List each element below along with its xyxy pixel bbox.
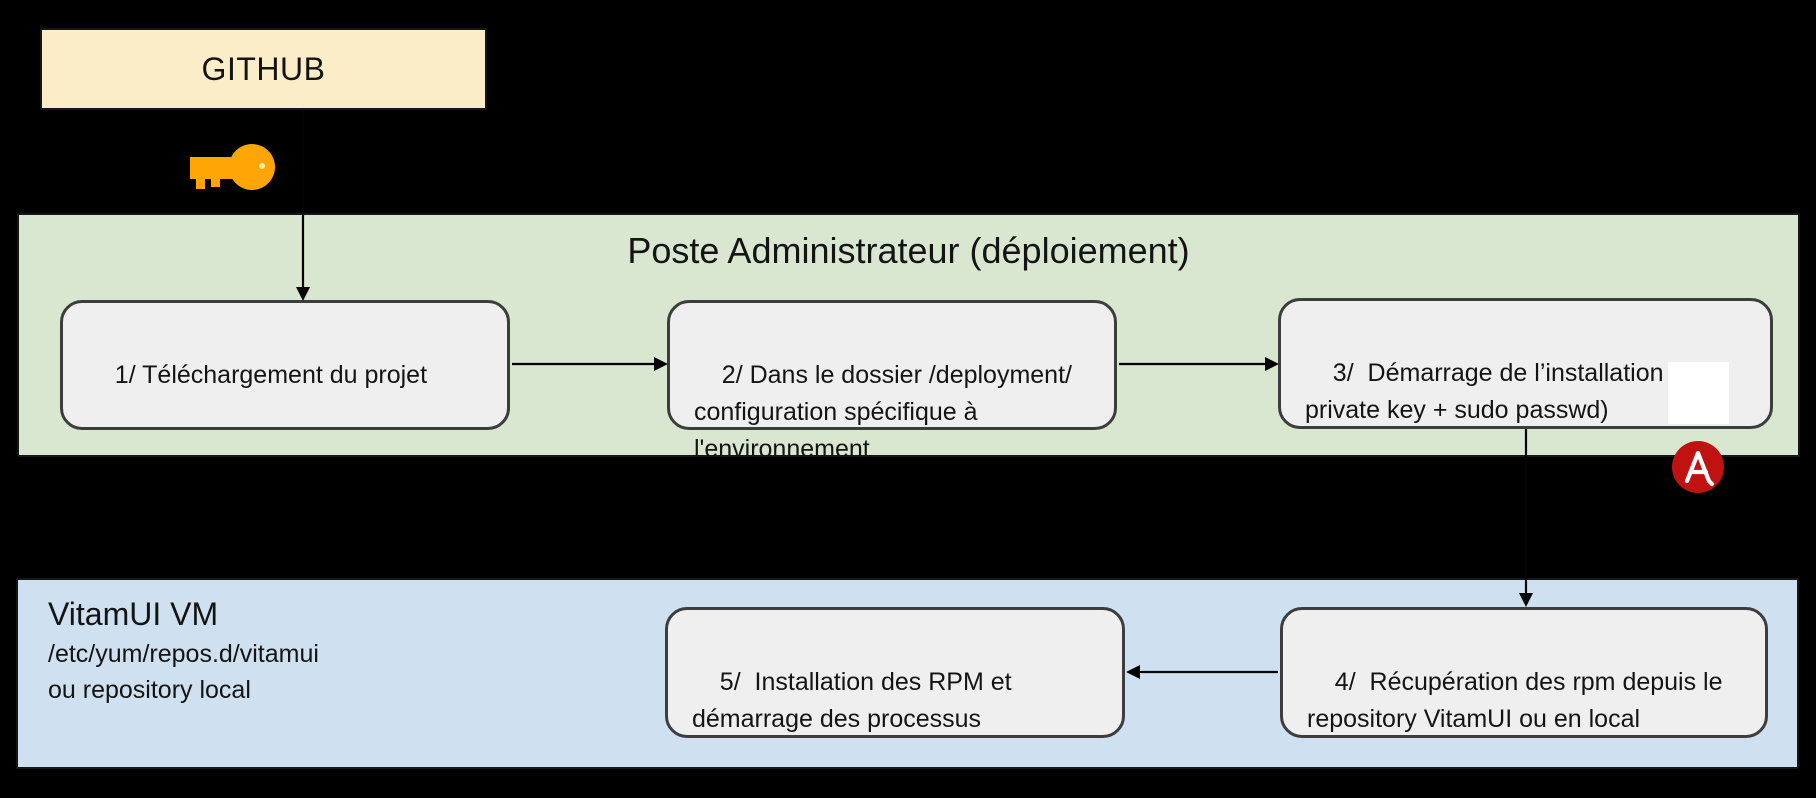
key-icon [190, 137, 280, 195]
vm-title: VitamUI VM [48, 596, 219, 632]
ansible-logo-svg [1672, 441, 1724, 493]
step-box-3-demarrage-installation: 3/ Démarrage de l’installation (ssh priv… [1278, 298, 1773, 493]
vm-text-block: VitamUI VM /etc/yum/repos.d/vitamui ou r… [48, 592, 319, 708]
step-box-2-configuration: 2/ Dans le dossier /deployment/ configur… [667, 300, 1117, 463]
vm-repo-note: ou repository local [48, 676, 251, 704]
key-icon-svg [190, 144, 275, 190]
section-admin-title: Poste Administrateur (déploiement) [627, 230, 1190, 271]
step-3-label: 3/ Démarrage de l’installation (ssh priv… [1305, 359, 1725, 424]
ansible-logo-icon [1668, 362, 1729, 493]
step-box-4-recuperation-rpm: 4/ Récupération des rpm depuis le reposi… [1280, 607, 1768, 738]
step-4-label: 4/ Récupération des rpm depuis le reposi… [1307, 668, 1730, 733]
step-box-5-installation-rpm: 5/ Installation des RPM et démarrage des… [665, 607, 1125, 738]
step-2-label: 2/ Dans le dossier /deployment/ configur… [694, 361, 1079, 463]
vm-repo-path: /etc/yum/repos.d/vitamui [48, 640, 319, 668]
step-5-label: 5/ Installation des RPM et démarrage des… [692, 668, 1019, 733]
github-box: GITHUB [40, 28, 487, 110]
step-1-label: 1/ Téléchargement du projet [114, 361, 428, 389]
github-label: GITHUB [201, 50, 326, 87]
step-box-1-telechargement: 1/ Téléchargement du projet [60, 300, 510, 430]
